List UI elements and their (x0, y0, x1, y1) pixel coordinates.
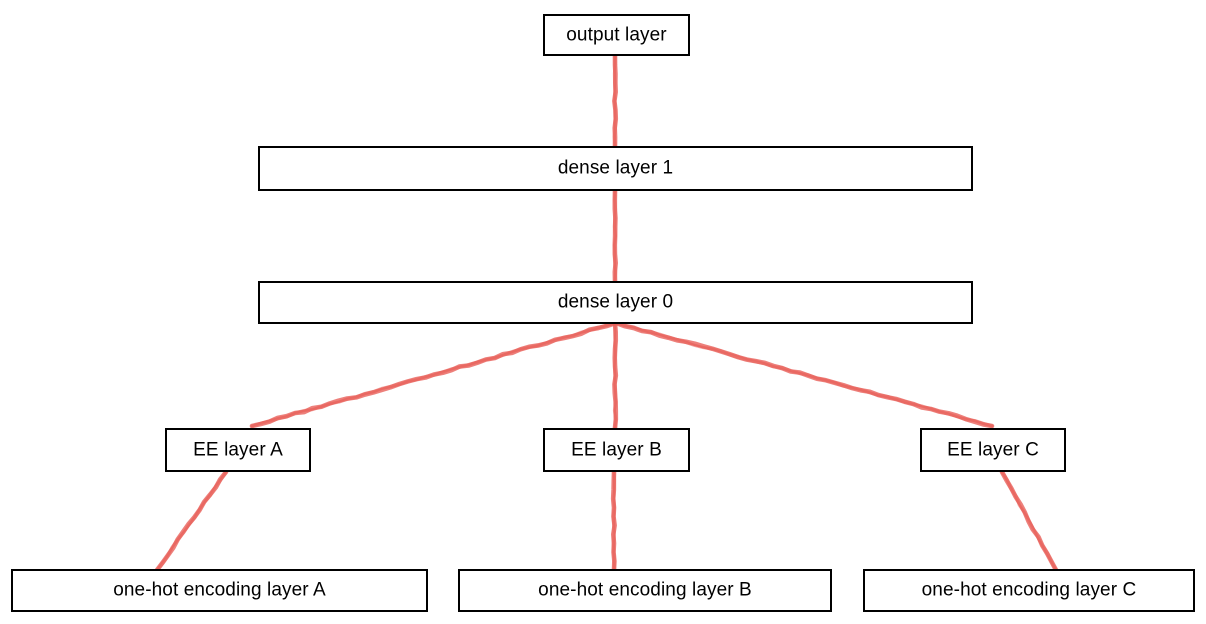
node-eeB[interactable]: EE layer B (543, 428, 690, 472)
edge-eeB-to-ohB (610, 469, 617, 573)
node-eeC[interactable]: EE layer C (920, 428, 1066, 472)
node-output[interactable]: output layer (543, 14, 690, 56)
node-eeB-label: EE layer B (571, 439, 662, 460)
edge-dense0-to-eeC (613, 320, 995, 429)
edge-eeC-to-ohC (999, 469, 1059, 573)
node-dense0-label: dense layer 0 (557, 291, 674, 313)
edge-dense1-to-output (612, 53, 619, 149)
node-ohC-label: one-hot encoding layer C (921, 579, 1137, 601)
node-eeA-label: EE layer A (193, 439, 283, 460)
edge-dense0-to-eeA (249, 320, 619, 429)
node-dense1[interactable]: dense layer 1 (258, 146, 973, 191)
edge-dense0-to-dense1 (612, 188, 618, 284)
node-dense0[interactable]: dense layer 0 (258, 281, 973, 324)
node-output-label: output layer (566, 24, 667, 45)
node-eeA[interactable]: EE layer A (165, 428, 311, 472)
node-ohB[interactable]: one-hot encoding layer B (458, 569, 832, 612)
node-dense1-label: dense layer 1 (557, 157, 674, 179)
edge-eeA-to-ohA (154, 469, 229, 573)
node-ohA-label: one-hot encoding layer A (113, 579, 326, 601)
node-ohB-label: one-hot encoding layer B (538, 579, 752, 601)
edge-dense0-to-eeB (612, 320, 619, 431)
node-ohA[interactable]: one-hot encoding layer A (11, 569, 428, 612)
node-ohC[interactable]: one-hot encoding layer C (863, 569, 1195, 612)
node-eeC-label: EE layer C (947, 439, 1039, 460)
